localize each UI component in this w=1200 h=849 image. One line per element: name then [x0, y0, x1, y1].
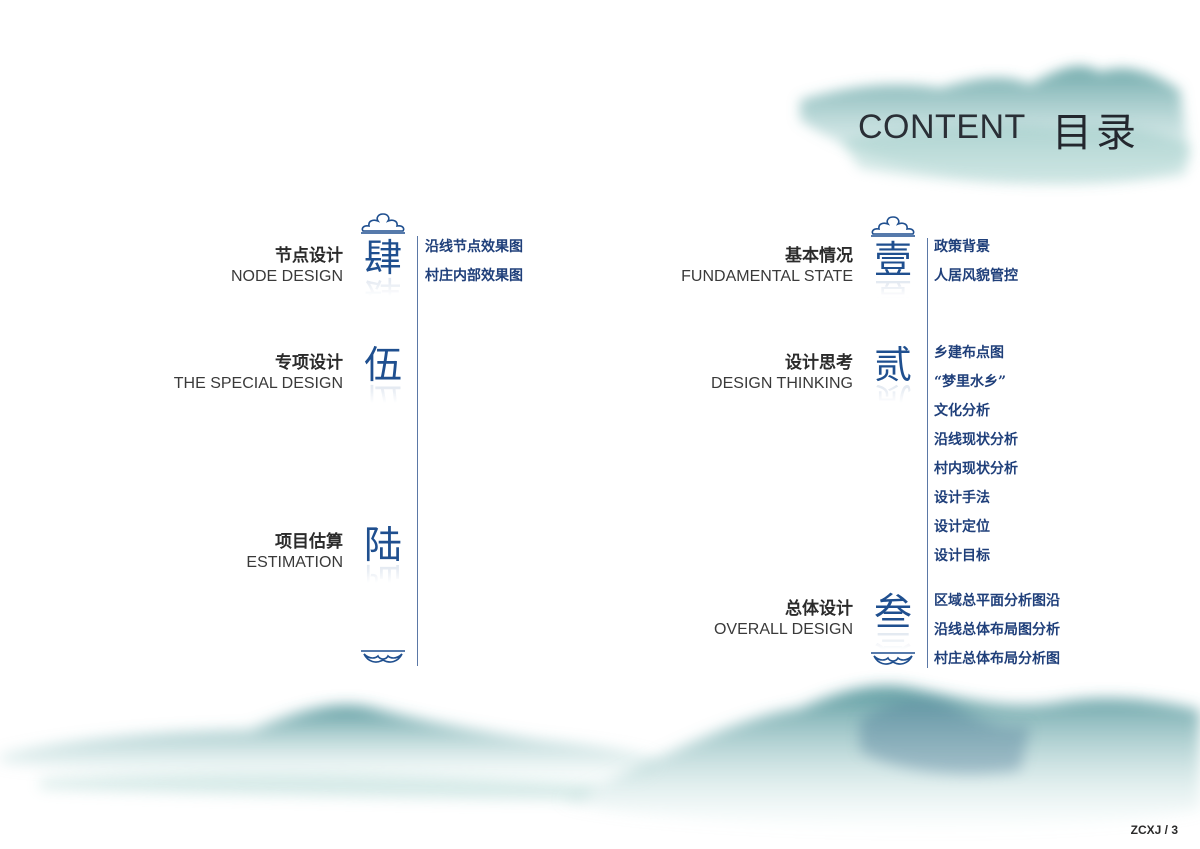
numeral-reflection: 贰 [873, 379, 912, 423]
toc-item[interactable]: 人居风貌管控 [934, 268, 1018, 284]
toc-item[interactable]: 政策背景 [934, 239, 990, 255]
numeral-glyph: 叁 [873, 590, 912, 634]
section-title-en: THE SPECIAL DESIGN [173, 375, 343, 392]
numeral-reflection: 叁 [873, 626, 912, 670]
numeral-glyph: 肆 [363, 236, 402, 280]
numeral-glyph: 陆 [363, 523, 402, 567]
chapter-numeral: 贰 贰 [868, 343, 918, 423]
toc-item[interactable]: 乡建布点图 [934, 345, 1004, 361]
section-title-cn: 节点设计 [275, 246, 343, 266]
ink-mountain-top-right [800, 66, 1190, 187]
section-title-en: ESTIMATION [246, 554, 343, 571]
toc-item[interactable]: 文化分析 [934, 403, 990, 419]
section-title-en: OVERALL DESIGN [713, 621, 853, 638]
chapter-numeral: 壹 壹 [868, 238, 918, 318]
section-title-en: FUNDAMENTAL STATE [681, 268, 853, 285]
section-item-list: 区域总平面分析图沿 沿线总体布局图分析 村庄总体布局分析图 [934, 590, 1060, 677]
numeral-glyph: 壹 [873, 238, 912, 282]
toc-item[interactable]: 沿线现状分析 [934, 432, 1018, 448]
toc-item[interactable]: 区域总平面分析图沿 [934, 593, 1060, 609]
numeral-reflection: 壹 [873, 274, 912, 318]
cloud-ornament-bottom-left [361, 650, 405, 663]
numeral-reflection: 伍 [363, 379, 402, 423]
numeral-glyph: 伍 [363, 343, 402, 387]
section-title-cn: 设计思考 [785, 353, 853, 373]
numeral-reflection: 肆 [363, 272, 402, 316]
toc-item[interactable]: 沿线总体布局图分析 [934, 622, 1060, 638]
ink-mountain-bottom [0, 686, 1200, 829]
toc-item[interactable]: 村内现状分析 [934, 461, 1018, 477]
toc-item[interactable]: 设计手法 [934, 490, 990, 506]
page-number: ZCXJ / 3 [1130, 823, 1178, 837]
toc-item[interactable]: 沿线节点效果图 [425, 239, 523, 255]
cloud-ornament-top-left [361, 213, 405, 234]
divider-line-right [927, 238, 928, 668]
chapter-numeral: 肆 肆 [358, 236, 408, 316]
toc-item[interactable]: 村庄内部效果图 [425, 268, 523, 284]
cloud-ornament-top-right [871, 216, 915, 237]
content-title-en: CONTENT [858, 108, 1026, 146]
chapter-numeral: 伍 伍 [358, 343, 408, 423]
toc-item[interactable]: 村庄总体布局分析图 [934, 651, 1060, 667]
section-title-cn: 基本情况 [785, 246, 853, 266]
section-item-list: 沿线节点效果图 村庄内部效果图 [425, 236, 523, 294]
cloud-ornament-bottom-right [871, 652, 915, 665]
toc-item[interactable]: 设计定位 [934, 519, 990, 535]
divider-line-left [417, 236, 418, 666]
section-item-list: 政策背景 人居风貌管控 [934, 236, 1018, 294]
numeral-glyph: 贰 [873, 343, 912, 387]
chapter-numeral: 叁 叁 [868, 590, 918, 670]
section-title-cn: 项目估算 [275, 532, 343, 552]
toc-item[interactable]: “梦里水乡” [934, 374, 1007, 390]
section-title-cn: 总体设计 [785, 599, 853, 619]
section-title-en: DESIGN THINKING [711, 375, 853, 392]
content-title-cn: 目录 [1052, 110, 1140, 156]
chapter-numeral: 陆 陆 [358, 523, 408, 603]
numeral-reflection: 陆 [363, 559, 402, 603]
toc-item[interactable]: 设计目标 [934, 548, 990, 564]
section-title-en: NODE DESIGN [230, 268, 343, 285]
section-title-cn: 专项设计 [275, 353, 343, 373]
section-item-list: 乡建布点图 “梦里水乡” 文化分析 沿线现状分析 村内现状分析 设计手法 设计定… [934, 342, 1018, 574]
